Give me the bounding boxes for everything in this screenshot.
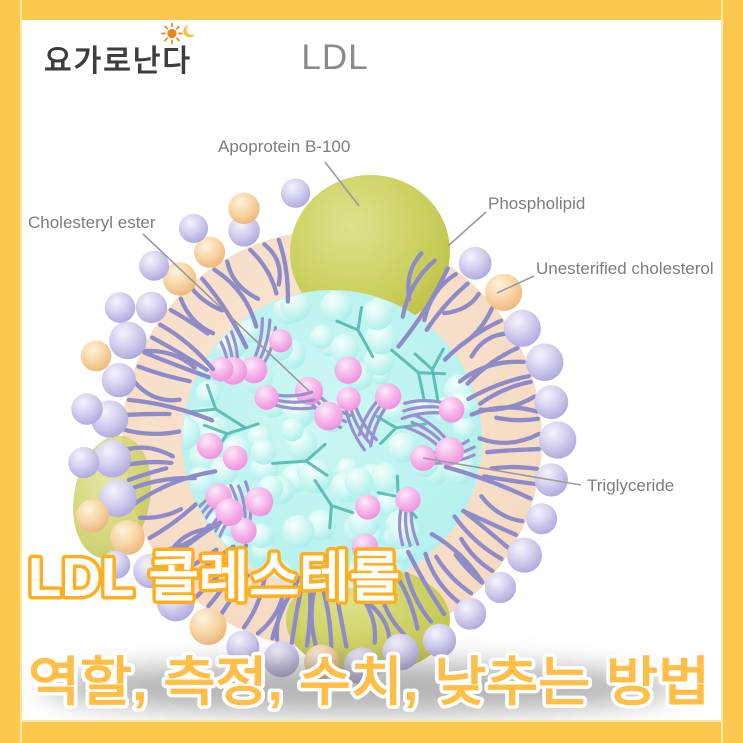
leader-line-triglyceride [422, 457, 582, 486]
label-triglyceride: Triglyceride [587, 476, 674, 495]
leader-line-phospholipid [447, 211, 487, 247]
label-apoprotein: Apoprotein B-100 [218, 137, 350, 156]
page-title: LDL [301, 38, 369, 77]
brand-logo: 요가로난다 [44, 45, 192, 78]
ldl-particle [68, 174, 577, 685]
label-phospholipid: Phospholipid [488, 194, 585, 213]
phospholipid-tails [123, 237, 542, 650]
frame-left [0, 0, 22, 743]
diagram-labels: Apoprotein B-100 Cholesteryl ester Phosp… [28, 137, 714, 495]
headline-line1: LDL 콜레스테롤 [28, 546, 400, 608]
membrane-shell [68, 178, 577, 685]
frame-top [0, 0, 743, 20]
leader-line-unesterified [496, 275, 535, 294]
leader-line-cholesteryl-ester [142, 233, 310, 392]
frame-bottom [0, 720, 743, 743]
headline-shadow [40, 662, 680, 714]
leader-line-apoprotein [324, 161, 360, 207]
sun-and-crescent-icon [161, 22, 195, 45]
frame-right [721, 0, 743, 743]
label-cholesteryl-ester: Cholesteryl ester [28, 213, 156, 232]
headline-line2: 역할, 측정, 수치, 낮추는 방법 [28, 653, 710, 712]
label-unesterified: Unesterified cholesterol [536, 259, 714, 278]
